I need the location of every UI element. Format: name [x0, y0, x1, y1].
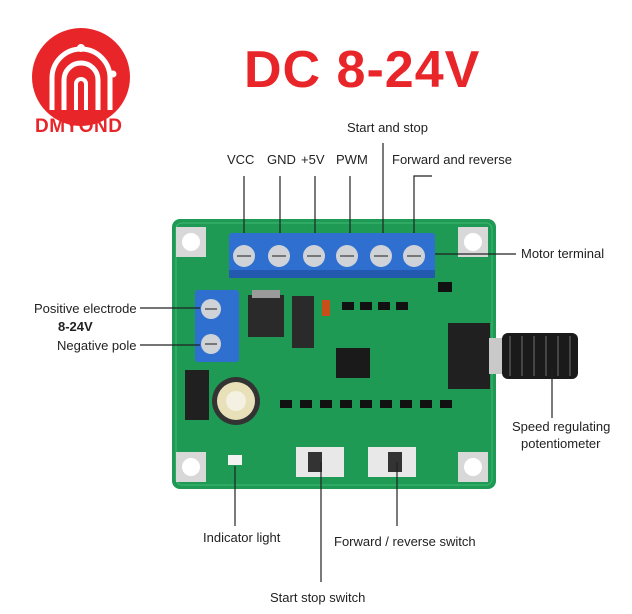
label-start-and-stop: Start and stop — [347, 120, 428, 135]
label-voltage-range: 8-24V — [58, 319, 93, 334]
pcb-board — [172, 219, 578, 489]
label-gnd: GND — [267, 152, 296, 167]
label-motor-terminal: Motor terminal — [521, 246, 605, 261]
label-speed-pot-line2: potentiometer — [521, 436, 601, 451]
label-plus5v: +5V — [301, 152, 325, 167]
label-positive-electrode: Positive electrode — [34, 301, 137, 316]
mounting-hole-icon — [176, 227, 488, 482]
label-speed-pot-line1: Speed regulating — [512, 419, 611, 434]
signal-terminal-block — [229, 233, 435, 278]
capacitor — [212, 377, 260, 425]
brand-logo-icon — [32, 28, 130, 126]
label-vcc: VCC — [227, 152, 255, 167]
potentiometer-knob — [448, 323, 578, 389]
label-forward-and-reverse: Forward and reverse — [392, 152, 512, 167]
fwd-rev-switch-body — [368, 447, 416, 477]
label-start-stop-switch: Start stop switch — [270, 590, 366, 605]
label-negative-pole: Negative pole — [57, 338, 137, 353]
voltage-heading: DC 8-24V — [244, 41, 481, 99]
label-indicator-light: Indicator light — [203, 530, 281, 545]
brand-name: DMYOND — [35, 116, 123, 137]
power-terminal-block — [195, 290, 239, 362]
callout-lines — [140, 143, 553, 582]
label-pwm: PWM — [336, 152, 368, 167]
label-fwd-rev-switch: Forward / reverse switch — [334, 534, 476, 549]
start-stop-switch-body — [296, 447, 344, 477]
